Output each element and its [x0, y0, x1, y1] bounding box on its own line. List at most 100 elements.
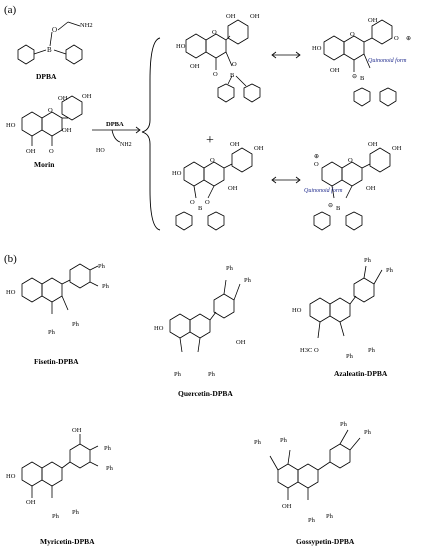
p2-o-5: O	[190, 199, 195, 206]
q1-plus: ⊕	[406, 36, 411, 42]
myricetin-ph-c: Ph	[72, 509, 80, 516]
p1-o-4: O	[213, 71, 218, 78]
quercetin-ph-c: Ph	[174, 371, 182, 378]
q2-plus: ⊕	[314, 154, 319, 160]
product-bracket	[141, 37, 161, 231]
morin-structure	[21, 95, 83, 146]
q1-oh-5: OH	[330, 67, 340, 74]
quercetin-dpba-structure	[169, 279, 241, 353]
q1-minus: ⊖	[352, 74, 357, 80]
byproduct-ho: HO	[96, 148, 105, 154]
gossypetin-dpba-structure	[269, 429, 361, 500]
q2-oh-2p: OH	[368, 141, 378, 148]
fisetin-ho: HO	[6, 289, 16, 296]
reaction-arrow	[92, 126, 141, 143]
arrow-dpba-label: DPBA	[106, 121, 124, 128]
quercetin-ph-a: Ph	[226, 265, 234, 272]
panel-a-label: (a)	[4, 4, 17, 16]
quinonoid-top-structure	[323, 19, 397, 107]
dpba-structure	[17, 21, 83, 65]
q2-o-ring: O	[348, 157, 353, 164]
p1-ho: HO	[176, 43, 186, 50]
p2-o-ring: O	[210, 157, 215, 164]
product-top-structure	[185, 19, 261, 103]
dpba-oxygen: O	[52, 26, 57, 34]
resonance-arrow-top	[271, 51, 301, 59]
plus-sign: +	[206, 133, 214, 148]
q1-o-plus: O	[350, 31, 355, 38]
morin-o-4: O	[49, 148, 54, 155]
azaleatin-ph-b: Ph	[386, 267, 394, 274]
azaleatin-dpba-structure	[309, 265, 383, 339]
p1-o-3: O	[232, 61, 237, 68]
q2-oh-4p: OH	[392, 145, 402, 152]
p2-oh-2p: OH	[230, 141, 240, 148]
p1-oh-5: OH	[190, 63, 200, 70]
p2-oh-4p: OH	[254, 145, 264, 152]
morin-o-ring: O	[48, 107, 53, 114]
fisetin-ph-a: Ph	[98, 263, 106, 270]
q1-b: B	[360, 75, 365, 82]
gossypetin-ph-c: Ph	[340, 421, 348, 428]
fisetin-ph-c: Ph	[72, 321, 80, 328]
myricetin-dpba-structure	[21, 434, 99, 498]
quercetin-dpba-label: Quercetin-DPBA	[178, 389, 233, 398]
myricetin-ho: HO	[6, 473, 16, 480]
q1-ho: HO	[312, 45, 322, 52]
morin-oh-2p: OH	[58, 95, 68, 102]
fisetin-dpba-structure	[21, 263, 99, 314]
product-bottom-structure	[175, 147, 253, 231]
q2-o: O	[314, 161, 319, 168]
p1-b: B	[230, 72, 235, 79]
dpba-boron: B	[47, 46, 52, 54]
azaleatin-o-methoxy: O	[314, 347, 319, 354]
myricetin-ph-a: Ph	[104, 445, 112, 452]
gossypetin-ph-a: Ph	[254, 439, 262, 446]
q2-oh-3: OH	[366, 185, 376, 192]
azaleatin-ph-c: Ph	[368, 347, 376, 354]
gossypetin-ph-e: Ph	[326, 513, 334, 520]
p1-oh-4p: OH	[250, 13, 260, 20]
p2-b: B	[198, 205, 203, 212]
gossypetin-ph-d: Ph	[364, 429, 372, 436]
morin-oh-5: OH	[26, 148, 36, 155]
q2-b: B	[336, 205, 341, 212]
byproduct-nh2: NH2	[120, 142, 132, 148]
p2-oh-3: OH	[228, 185, 238, 192]
quinonoid-bottom-label: Quinonoid form	[304, 187, 343, 194]
q2-minus: ⊖	[328, 203, 333, 209]
gossypetin-ph-b: Ph	[280, 437, 288, 444]
azaleatin-ph-a: Ph	[364, 257, 372, 264]
quercetin-ho: HO	[154, 325, 164, 332]
resonance-arrow-bottom	[271, 176, 301, 184]
quercetin-ph-b: Ph	[244, 277, 252, 284]
myricetin-oh-5: OH	[26, 499, 36, 506]
quercetin-ph-d: Ph	[208, 371, 216, 378]
myricetin-oh-top: OH	[72, 427, 82, 434]
morin-ho-7: HO	[6, 122, 16, 129]
fisetin-ph-d: Ph	[48, 329, 56, 336]
gossypetin-oh-5: OH	[282, 503, 292, 510]
myricetin-dpba-label: Myricetin-DPBA	[40, 537, 95, 546]
morin-label: Morin	[34, 160, 55, 169]
p1-oh-2p: OH	[226, 13, 236, 20]
morin-oh-4p: OH	[82, 93, 92, 100]
quercetin-oh: OH	[236, 339, 246, 346]
fisetin-ph-b: Ph	[102, 283, 110, 290]
fisetin-dpba-label: Fisetin-DPBA	[34, 357, 79, 366]
dpba-label: DPBA	[36, 72, 57, 81]
myricetin-ph-d: Ph	[52, 513, 60, 520]
p1-o-ring: O	[212, 29, 217, 36]
p2-ho: HO	[172, 170, 182, 177]
morin-oh-3: OH	[62, 127, 72, 134]
azaleatin-ph-d: Ph	[346, 353, 354, 360]
azaleatin-dpba-label: Azaleatin-DPBA	[334, 369, 388, 378]
quinonoid-bottom-structure	[313, 147, 391, 231]
panel-b-label: (b)	[4, 253, 17, 265]
azaleatin-ho: HO	[292, 307, 302, 314]
myricetin-ph-b: Ph	[106, 465, 114, 472]
p2-o-4: O	[205, 199, 210, 206]
gossypetin-ph-f: Ph	[308, 517, 316, 524]
quinonoid-top-label: Quinonoid form	[368, 57, 407, 64]
